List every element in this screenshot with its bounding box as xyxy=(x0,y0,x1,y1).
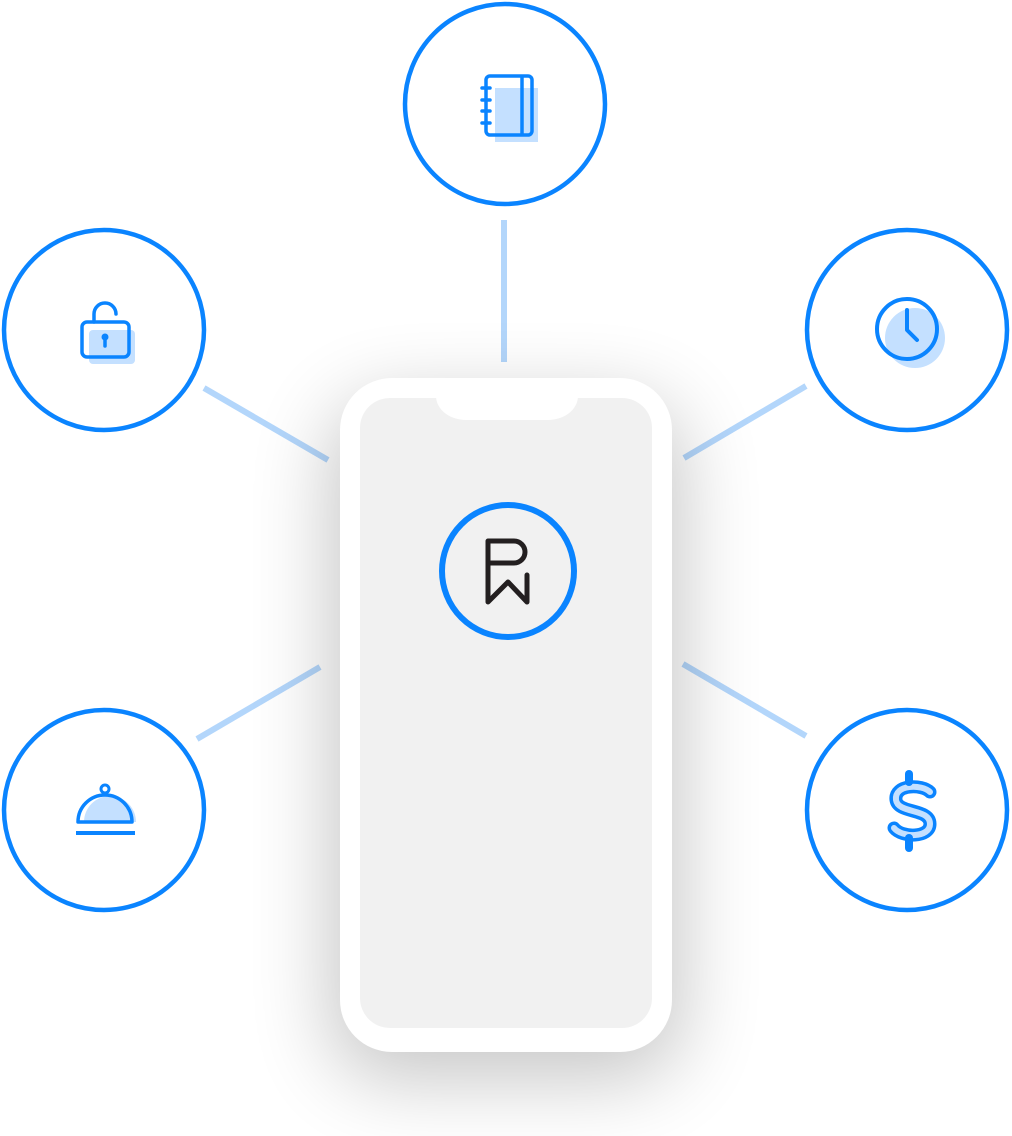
connectors xyxy=(195,220,808,742)
phone-notch xyxy=(436,396,578,420)
room-service-bell-icon xyxy=(76,783,136,835)
unlock-icon xyxy=(80,301,135,364)
connector-bottom-right xyxy=(681,661,808,739)
phone-screen xyxy=(360,398,652,1028)
connector-bottom-left xyxy=(195,664,322,742)
connector-top-right xyxy=(682,383,808,461)
phone xyxy=(330,378,682,1080)
pw-logo-icon xyxy=(439,502,577,640)
connector-top-left xyxy=(202,385,330,463)
clock-icon xyxy=(875,297,945,368)
dollar-icon xyxy=(887,770,937,852)
notebook-icon xyxy=(480,74,538,142)
